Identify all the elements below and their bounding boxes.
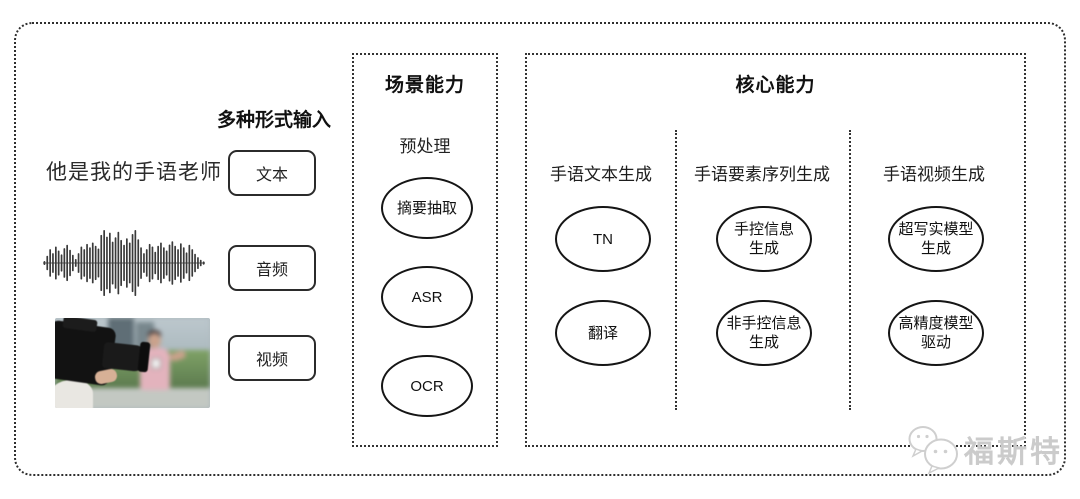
- column-header-sign-element-sequence-generation: 手语要素序列生成: [694, 165, 830, 184]
- core-capability-box: 核心能力 手语文本生成 手语要素序列生成 手语视频生成 TN 翻译 手控信息 生…: [525, 53, 1026, 447]
- node-label: ASR: [411, 288, 443, 306]
- sample-sentence-text: 他是我的手语老师: [46, 161, 222, 184]
- audio-waveform-icon: [43, 230, 205, 296]
- input-box-text: 文本: [228, 150, 316, 196]
- node-label: 生成: [748, 334, 779, 351]
- input-box-video-label: 视频: [255, 352, 288, 369]
- input-box-text-label: 文本: [255, 167, 288, 184]
- node-label: 翻译: [587, 324, 618, 342]
- node-label: 手控信息: [733, 221, 794, 238]
- preprocessing-label: 预处理: [399, 137, 451, 156]
- column-header-sign-video-generation: 手语视频生成: [883, 165, 985, 184]
- node-label: TN: [593, 230, 613, 248]
- node-summary-extraction: 摘要抽取: [381, 177, 473, 239]
- scene-capability-title: 场景能力: [384, 75, 465, 96]
- camera-foreground: [55, 318, 210, 408]
- node-hyperrealistic-model-generation: 超写实模型 生成: [888, 206, 984, 272]
- chat-bubbles-logo-icon: [908, 426, 958, 475]
- column-header-sign-text-generation: 手语文本生成: [550, 165, 652, 184]
- node-label: 摘要抽取: [396, 199, 457, 217]
- core-capability-title: 核心能力: [735, 75, 816, 96]
- input-box-audio: 音频: [228, 245, 316, 291]
- column-divider: [849, 130, 851, 410]
- input-box-video: 视频: [228, 335, 316, 381]
- outer-dotted-frame: [14, 22, 1066, 476]
- node-translation: 翻译: [555, 300, 651, 366]
- node-label: 非手控信息: [726, 315, 802, 332]
- node-manual-info-generation: 手控信息 生成: [716, 206, 812, 272]
- input-section-title: 多种形式输入: [216, 110, 331, 131]
- watermark-text: 福斯特: [964, 436, 1063, 469]
- node-label: 驱动: [920, 334, 951, 351]
- node-ocr: OCR: [381, 355, 473, 417]
- column-divider: [675, 130, 677, 410]
- node-label: 高精度模型: [898, 315, 974, 332]
- node-label: 生成: [748, 240, 779, 257]
- node-label: 生成: [920, 240, 951, 257]
- node-high-precision-model-driving: 高精度模型 驱动: [888, 300, 984, 366]
- node-label: OCR: [410, 377, 444, 395]
- node-non-manual-info-generation: 非手控信息 生成: [716, 300, 812, 366]
- scene-capability-box: 场景能力 预处理 摘要抽取 ASR OCR: [352, 53, 498, 447]
- node-tn: TN: [555, 206, 651, 272]
- watermark: 福斯特: [906, 421, 1066, 477]
- input-box-audio-label: 音频: [255, 262, 288, 279]
- node-asr: ASR: [381, 266, 473, 328]
- node-label: 超写实模型: [898, 221, 974, 238]
- reporter-video-thumbnail: [55, 318, 210, 408]
